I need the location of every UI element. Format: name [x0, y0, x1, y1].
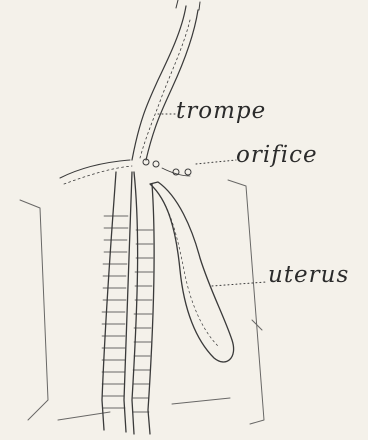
label-trompe: trompe [176, 98, 266, 124]
ribbed-column-right [132, 172, 154, 434]
label-orifice: orifice [236, 142, 318, 168]
trompe-tube [132, 0, 200, 160]
orifice-region [60, 159, 191, 184]
leader-lines [158, 114, 266, 286]
label-uterus: uterus [268, 262, 349, 288]
ribbed-column-left [102, 172, 132, 432]
tissue-outline [20, 180, 264, 424]
uterus-organ [150, 182, 234, 362]
